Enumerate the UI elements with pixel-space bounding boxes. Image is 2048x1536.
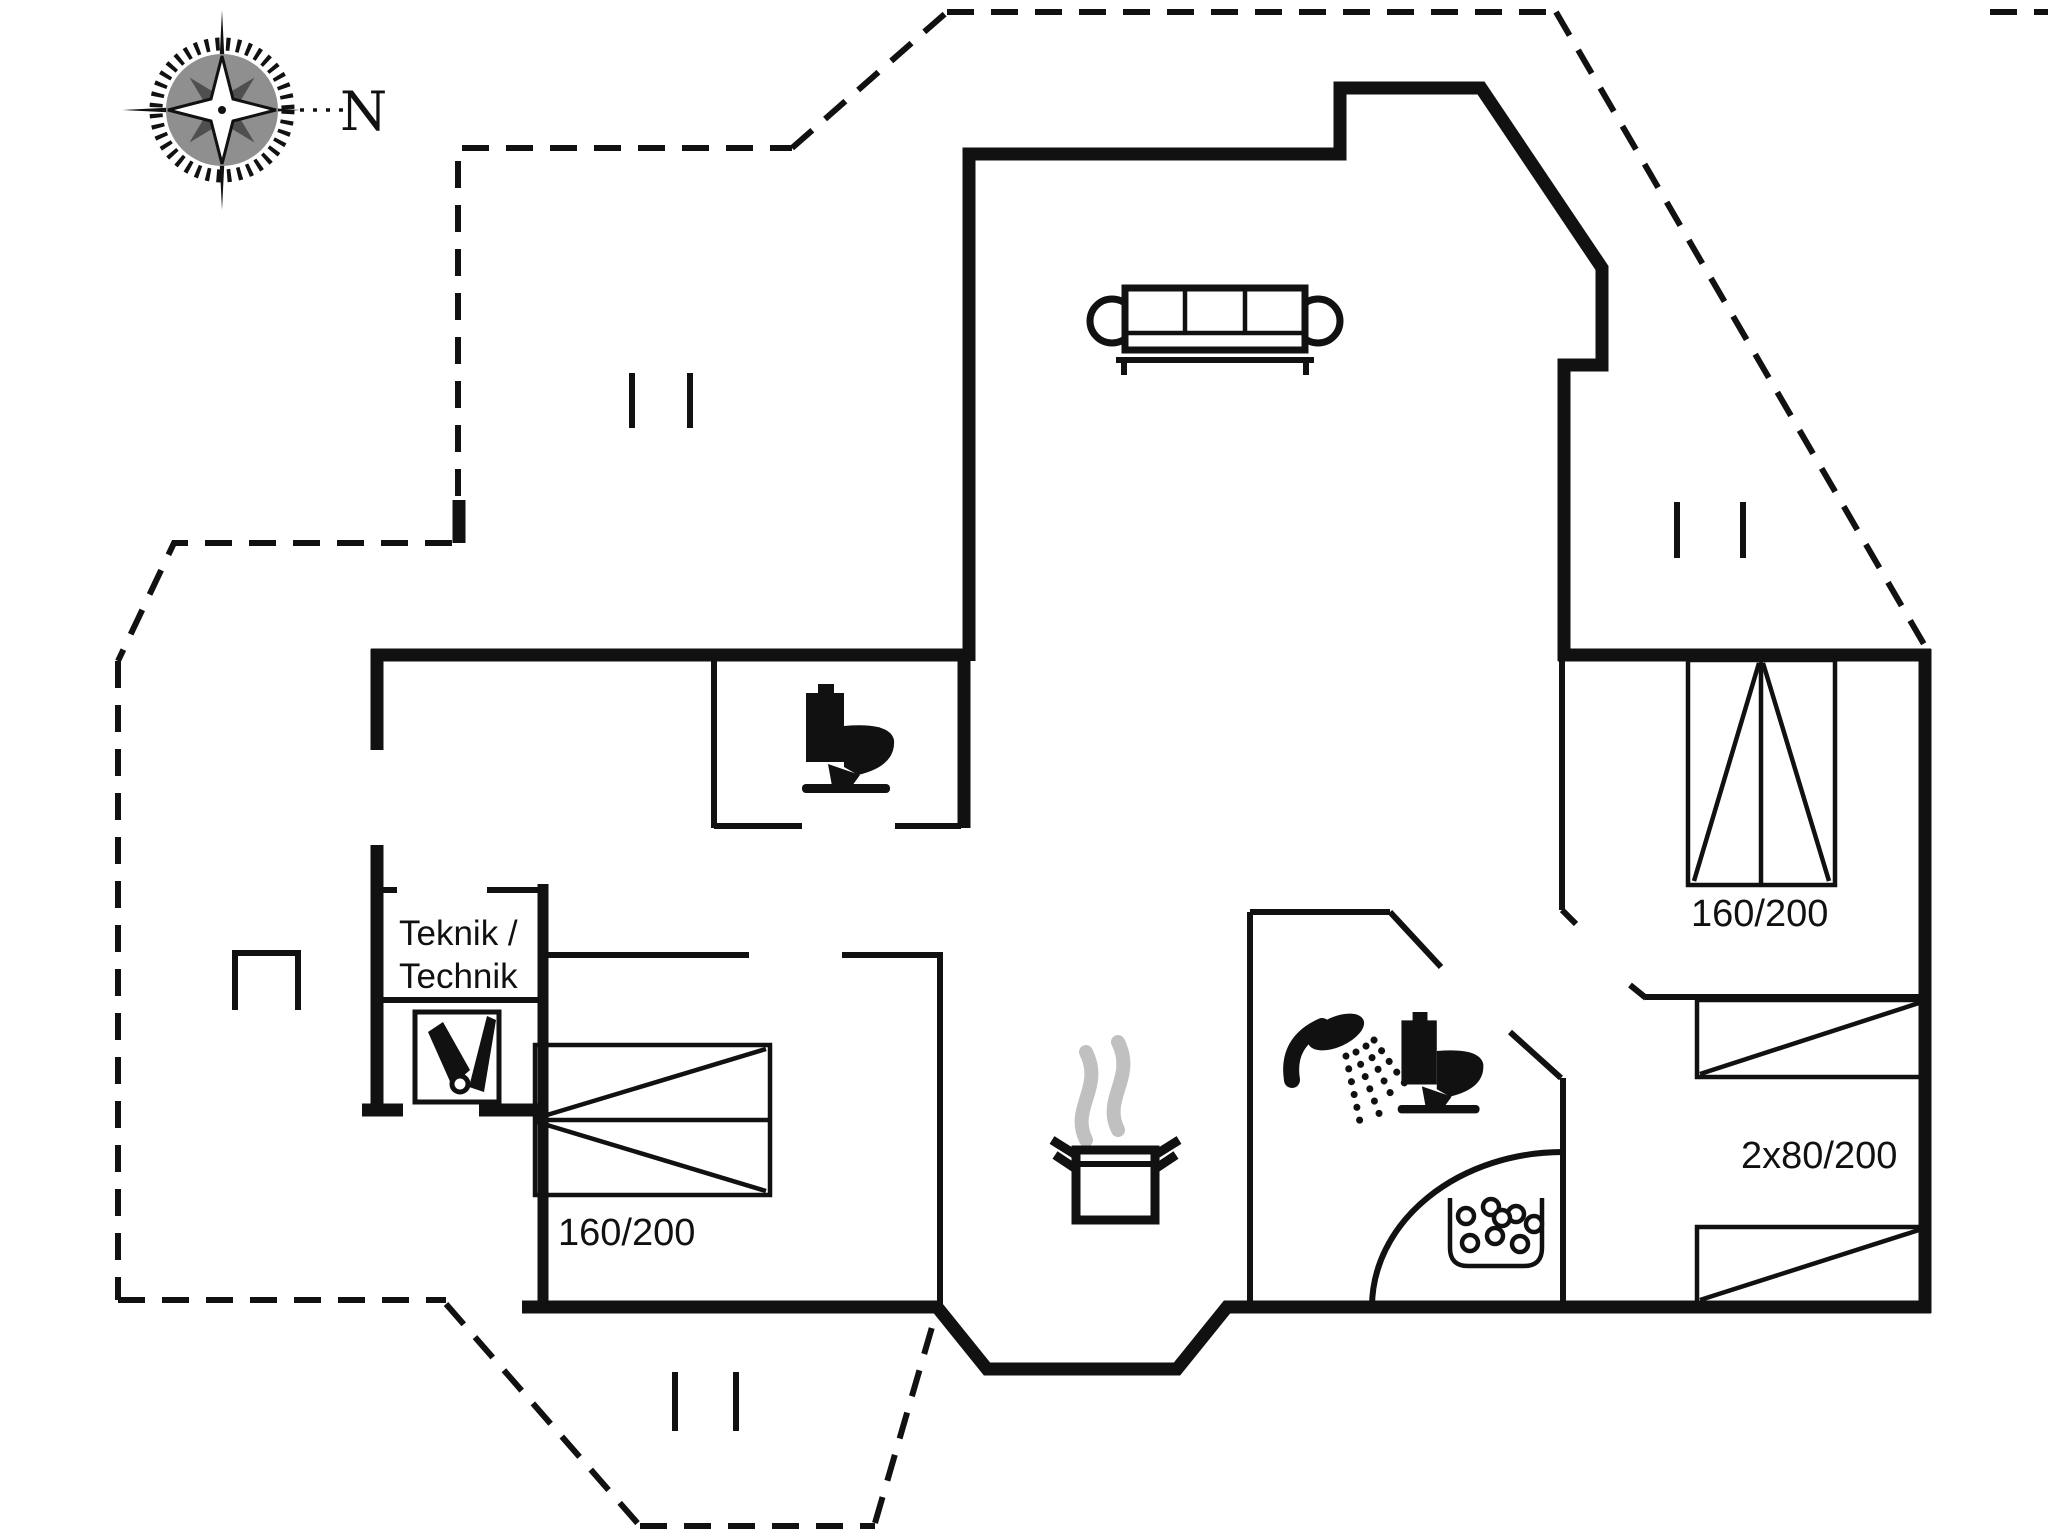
window-mark-top-terrace [629, 373, 693, 428]
terrace-bottom-diagonal-left [443, 1302, 643, 1528]
terrace-left-top [115, 540, 452, 663]
wall-living-room [962, 81, 1609, 661]
wall-hall-bedroom-separator [1559, 655, 1579, 927]
interior-walls [371, 655, 1925, 1307]
exterior-walls [362, 81, 1932, 1376]
terrace-outline-dashed [115, 9, 2048, 1529]
tools-icon [412, 1009, 502, 1105]
toilet-icon [1397, 1012, 1484, 1114]
bed-double-left [532, 1042, 773, 1198]
wall-bottom-with-bay [522, 1300, 1931, 1376]
window-mark-right-terrace [1674, 502, 1746, 558]
window-mark-bottom-terrace [672, 1372, 739, 1431]
wall-bath-chamfer-left [1387, 909, 1444, 970]
bed-size-label-right-singles: 2x80/200 [1741, 1135, 1897, 1177]
compass-rose-icon [122, 10, 350, 210]
chimney-symbol [232, 950, 301, 1010]
corner-shower [1369, 1149, 1564, 1308]
terrace-right-diagonal [1553, 10, 1928, 648]
bed-double-right-top [1685, 657, 1838, 888]
terrace-topleft-outline [455, 145, 792, 540]
window-marks [629, 373, 1746, 1431]
shower-curve [1369, 1149, 1564, 1308]
technik-label-line1: Teknik / [399, 914, 518, 953]
terrace-bottom-diagonal-right [872, 1309, 940, 1524]
pebble-drain-icon [1447, 1198, 1545, 1269]
wall-right-bedrooms-separator [1628, 982, 1925, 1001]
technik-label-line2: Technik [399, 957, 518, 996]
bed-duvet-line-top [1699, 1000, 1920, 1077]
steam-icon [1074, 1035, 1131, 1147]
north-label: N [340, 80, 387, 143]
cooking-pot-icon [1049, 1136, 1182, 1225]
toilet-icon [802, 684, 895, 793]
bed-size-label-right-top: 160/200 [1691, 893, 1828, 935]
bed-singles-right [1694, 997, 1925, 1306]
terrace-top-diagonal-left [790, 9, 949, 151]
bed-duvet-line-bottom [1699, 1227, 1920, 1303]
bed-duvet-lines [536, 1046, 767, 1194]
pebbles [1455, 1196, 1545, 1255]
bed-duvet-lines [1691, 662, 1832, 882]
wall-bath-chamfer-right [1507, 1029, 1564, 1081]
bed-size-label-left: 160/200 [558, 1212, 695, 1254]
sofa-icon [1086, 284, 1344, 375]
shower-icon [1283, 1013, 1412, 1126]
